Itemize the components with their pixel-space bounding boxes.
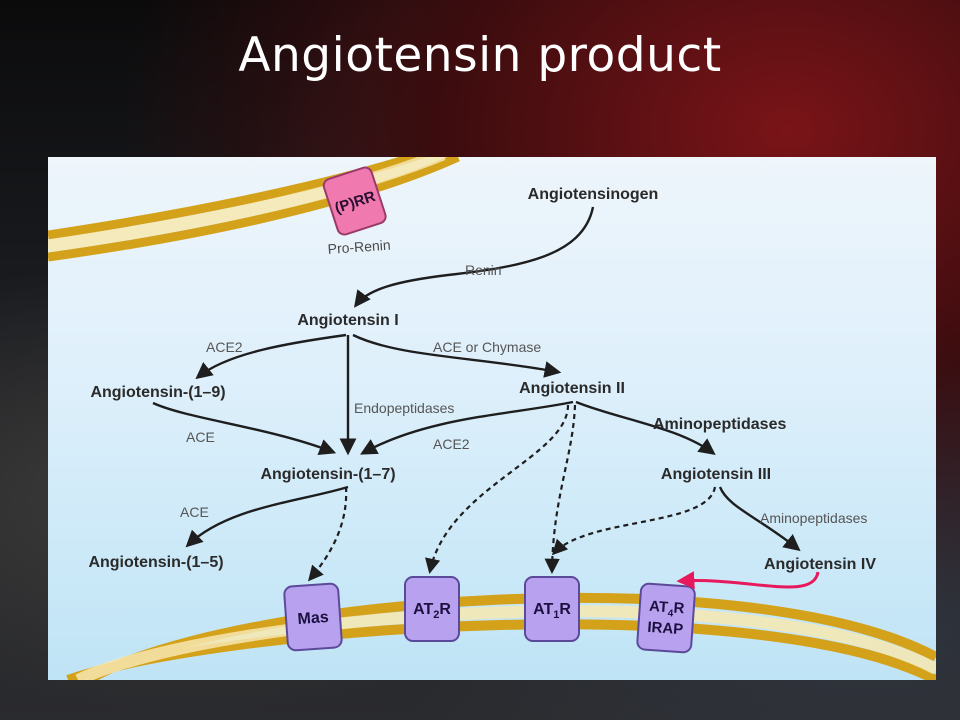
enzyme-ace2-top: ACE2: [206, 339, 243, 355]
enzyme-aminopeptidases-1: Aminopeptidases: [653, 416, 786, 433]
bottom-membrane: [66, 592, 936, 680]
at4r-line2: IRAP: [647, 619, 684, 638]
arrow-ang17-to-ang15: [185, 485, 349, 548]
prorenin-label: Pro-Renin: [327, 237, 391, 257]
arrow-ang3-to-at1r: [551, 486, 717, 556]
top-membrane: [48, 157, 460, 262]
mas-receptor: Mas: [283, 582, 343, 652]
svg-text:AT2R: AT2R: [413, 601, 451, 621]
node-angiotensin-1-5: Angiotensin-(1–5): [88, 554, 223, 571]
at1r-sub: 1: [553, 609, 559, 621]
enzyme-ace-bottom: ACE: [180, 504, 209, 520]
svg-text:AT4R: AT4R: [648, 598, 685, 620]
arrow-ang4-to-at4r: [676, 571, 820, 590]
at2r-sub: 2: [433, 609, 439, 621]
mas-label: Mas: [297, 609, 329, 628]
enzyme-ace-left: ACE: [186, 429, 215, 445]
slide-title: Angiotensin product: [238, 28, 722, 83]
arrow-angiotensinogen-to-ang1: [353, 206, 595, 308]
dashed-arrows: [308, 404, 717, 582]
arrow-ang19-to-ang17: [152, 401, 337, 456]
node-angiotensin-iii: Angiotensin III: [661, 466, 771, 483]
svg-text:AT1R: AT1R: [533, 601, 571, 621]
node-angiotensin-1-7: Angiotensin-(1–7): [260, 466, 395, 483]
node-angiotensin-ii: Angiotensin II: [519, 380, 625, 397]
arrow-ang2-to-at2r: [425, 404, 570, 575]
at1r-main: AT: [533, 601, 553, 618]
enzyme-endopeptidases: Endopeptidases: [354, 400, 454, 416]
at1r-end: R: [559, 601, 571, 618]
enzyme-ace-or-chymase: ACE or Chymase: [433, 339, 541, 355]
arrow-ang1-to-ang2: [352, 333, 562, 378]
enzyme-renin: Renin: [465, 262, 502, 278]
arrow-ang3-to-ang4: [718, 486, 801, 552]
node-angiotensin-iv: Angiotensin IV: [764, 556, 876, 573]
enzyme-aminopeptidases-2: Aminopeptidases: [760, 510, 867, 526]
at4r-main: AT: [649, 598, 669, 616]
node-angiotensin-i: Angiotensin I: [297, 312, 398, 329]
arrow-ang2-to-ang17: [360, 400, 574, 455]
at2r-main: AT: [413, 601, 433, 618]
at4r-receptor: AT4R IRAP: [636, 582, 696, 654]
prr-receptor: (P)RR: [322, 166, 387, 236]
at1r-receptor: AT1R: [524, 576, 580, 642]
arrows: [152, 206, 801, 552]
enzyme-ace2-mid: ACE2: [433, 436, 470, 452]
pathway-diagram: (P)RR Pro-Renin Mas AT2R AT1R AT4R IRAP: [48, 157, 936, 680]
node-angiotensinogen: Angiotensinogen: [528, 186, 659, 203]
arrow-ang1-to-ang19: [195, 333, 347, 380]
node-angiotensin-1-9: Angiotensin-(1–9): [90, 384, 225, 401]
at4r-end: R: [673, 600, 685, 618]
arrow-ang17-to-mas: [308, 486, 348, 582]
diagram-svg: (P)RR Pro-Renin Mas AT2R AT1R AT4R IRAP: [48, 157, 936, 680]
arrow-ang2-to-at1r: [544, 404, 577, 575]
arrow-ang2-to-ang3: [575, 400, 716, 456]
at2r-receptor: AT2R: [404, 576, 460, 642]
at2r-end: R: [439, 601, 451, 618]
at4r-sub: 4: [667, 608, 674, 619]
